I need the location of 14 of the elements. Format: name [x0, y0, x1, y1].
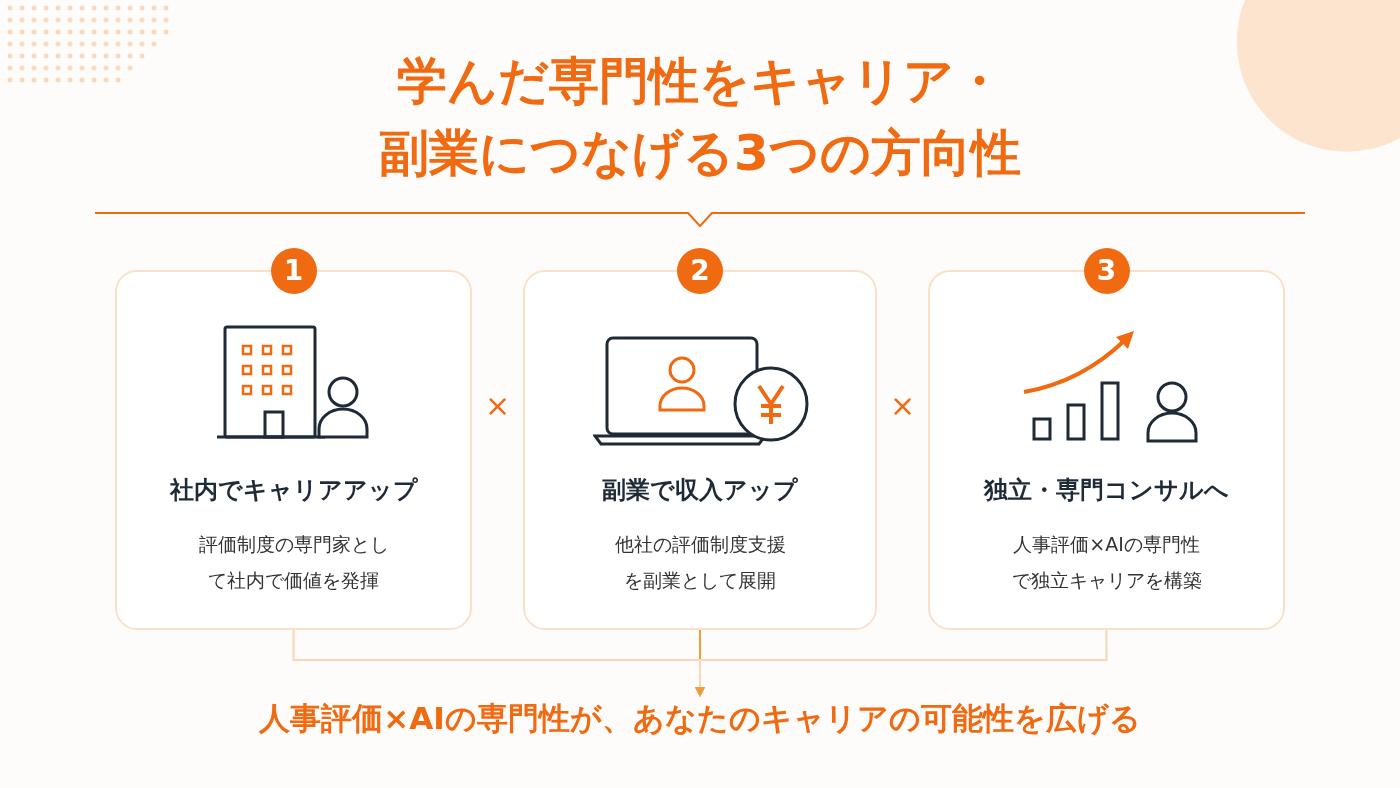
card-heading: 社内でキャリアアップ	[168, 475, 419, 506]
card-description: 人事評価×AIの専門性で独立キャリアを構築	[1010, 532, 1203, 593]
card-heading: 副業で収入アップ	[601, 475, 799, 506]
connector-arrow	[695, 629, 1108, 697]
number-badge: 3	[1083, 248, 1130, 294]
conclusion-text: 人事評価×AIの専門性が、あなたのキャリアの可能性を広げる	[100, 696, 1300, 740]
card-description: 他社の評価制度支援を副業として展開	[613, 532, 787, 593]
multiply-sign: ×	[485, 388, 511, 423]
multiply-sign: ×	[890, 388, 916, 423]
card-heading: 独立・専門コンサルへ	[982, 475, 1230, 506]
card-description: 評価制度の専門家として社内で価値を発揮	[197, 532, 390, 593]
number-badge: 2	[677, 248, 723, 294]
number-badge: 1	[270, 248, 317, 294]
title: 学んだ専門性をキャリア・副業につなげる3つの方向性	[378, 51, 1022, 184]
